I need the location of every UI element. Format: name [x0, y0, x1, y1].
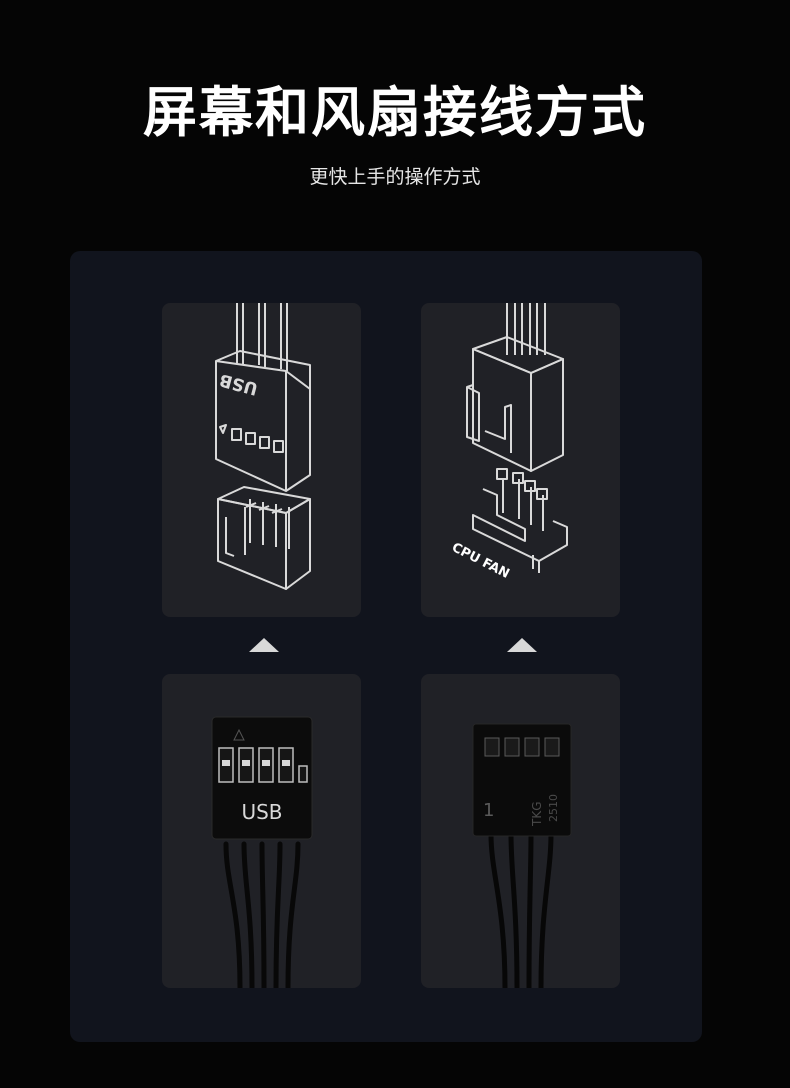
usb-plug-photo-card: USB: [162, 674, 361, 988]
cpu-fan-drawing: CPU FAN: [449, 303, 568, 582]
fan-plug-photo-card: 1 TKG 2510: [421, 674, 620, 988]
fan-plug-image: 1 TKG 2510: [472, 723, 572, 988]
usb-plug-image: USB: [211, 716, 313, 988]
usb-header-diagram-card: USB: [162, 303, 361, 617]
cpu-fan-diagram-card: CPU FAN: [421, 303, 620, 617]
fan-plug-pin-marker: 1: [483, 800, 494, 821]
up-arrow-icon: [249, 638, 279, 652]
cpu-fan-label: CPU FAN: [449, 540, 511, 582]
page-title: 屏幕和风扇接线方式: [143, 81, 647, 144]
usb-header-drawing: USB: [215, 303, 311, 590]
fan-plug-brand: TKG: [530, 802, 544, 828]
up-arrow-icon: [507, 638, 537, 652]
page-subtitle: 更快上手的操作方式: [309, 166, 481, 188]
fan-plug-code: 2510: [547, 794, 560, 822]
usb-header-label: USB: [217, 369, 260, 398]
usb-plug-label: USB: [241, 800, 282, 824]
wiring-panel: USB: [70, 251, 702, 1042]
